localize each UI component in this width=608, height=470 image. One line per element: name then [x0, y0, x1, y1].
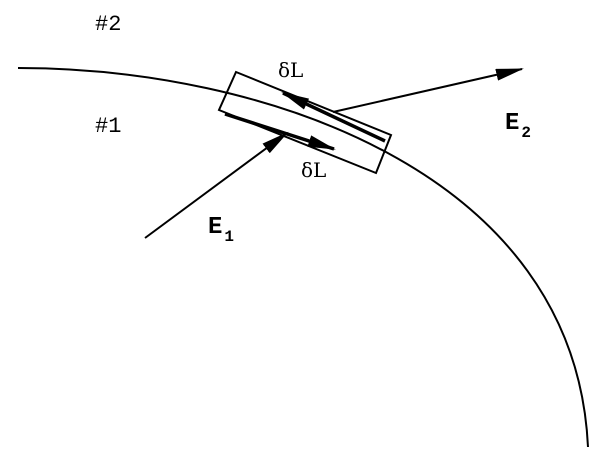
delta-l-top-arrow [281, 91, 386, 143]
delta-l-top-label: δL [278, 58, 304, 82]
e2-field-arrow [332, 68, 524, 113]
e2-main: E [505, 110, 520, 137]
e1-main: E [208, 214, 223, 241]
boundary-curve [17, 67, 589, 448]
integration-loop-rectangle [217, 70, 393, 175]
region-2-label: #2 [95, 12, 122, 37]
region-1-label: #1 [95, 114, 122, 139]
e1-field-arrow [144, 131, 289, 239]
delta-l-bottom-arrow [224, 112, 336, 151]
delta-l-bottom-label: δL [301, 158, 327, 182]
e1-subscript: 1 [224, 228, 235, 246]
e2-subscript: 2 [521, 124, 532, 142]
